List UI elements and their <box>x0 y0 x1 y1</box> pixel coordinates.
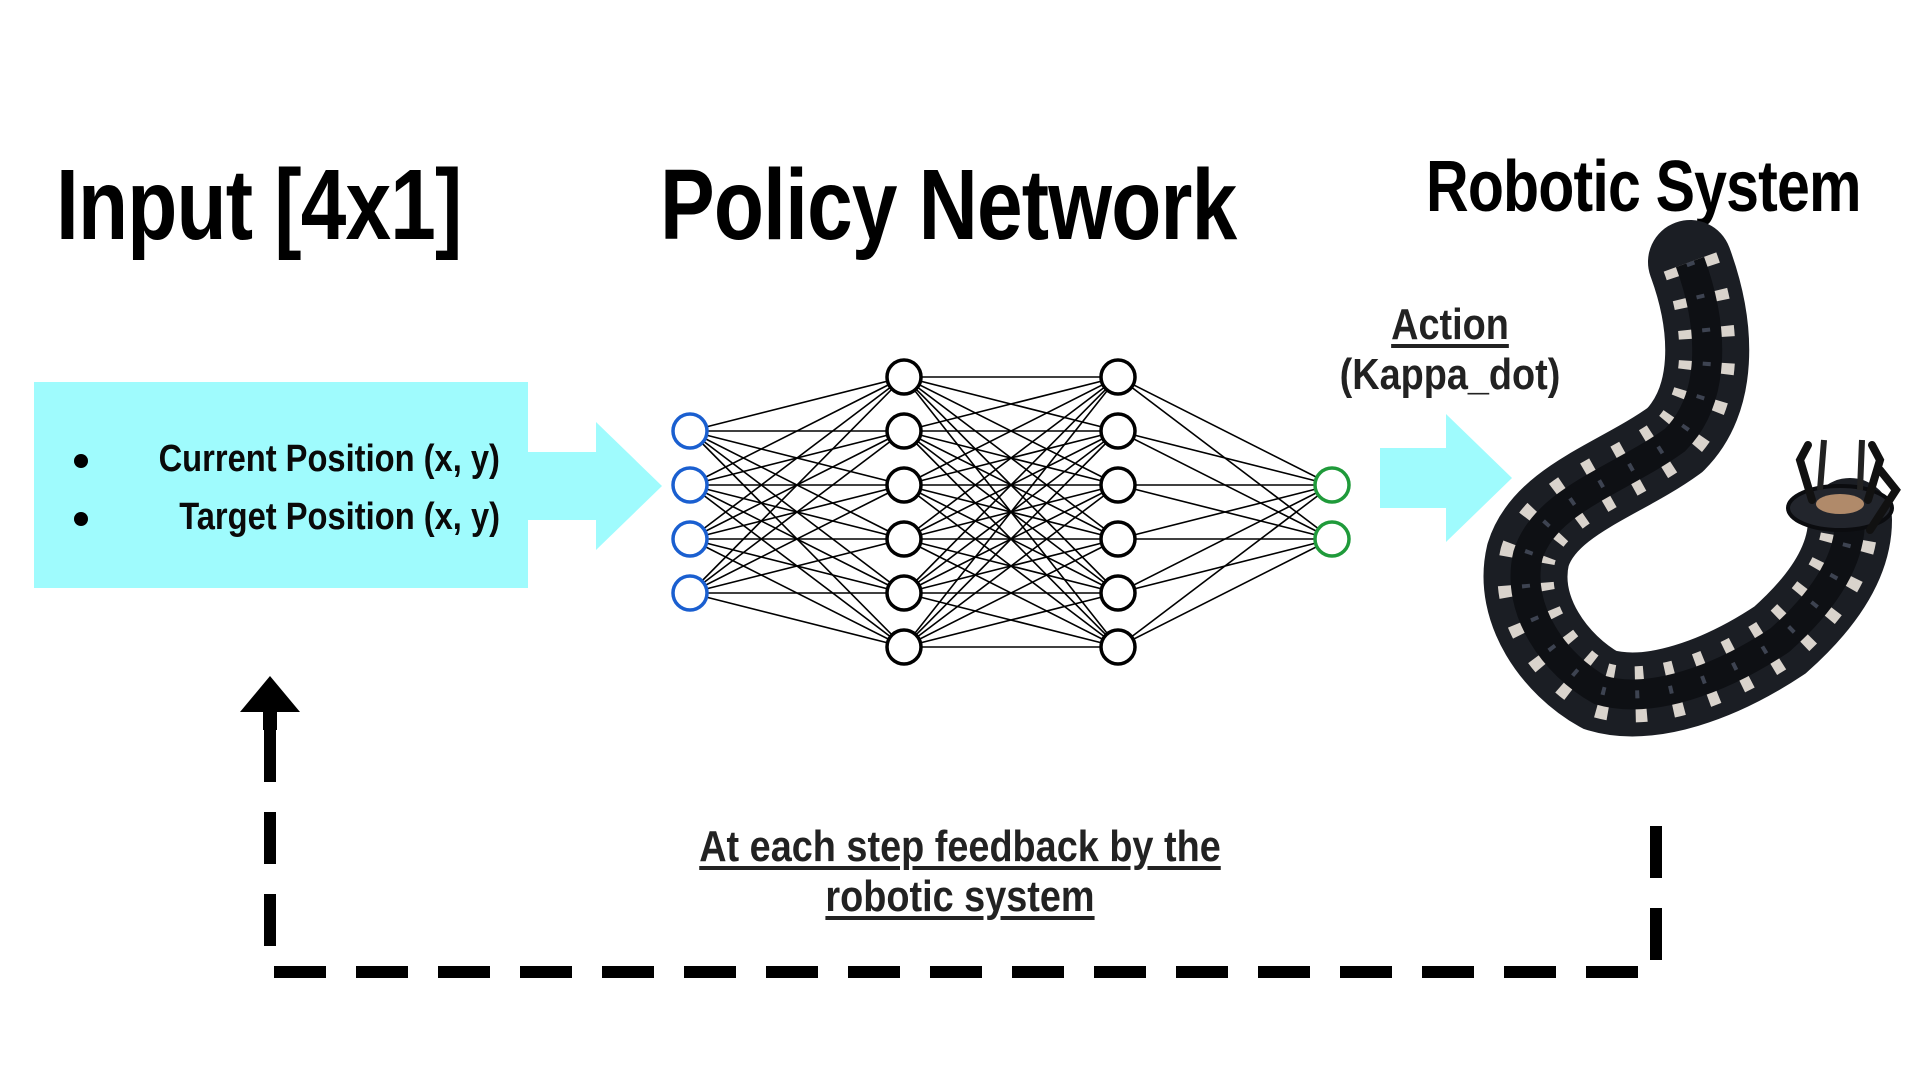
network-connections <box>689 376 1333 648</box>
network-edge <box>1117 538 1333 648</box>
network-edge <box>689 538 905 594</box>
bullet-icon <box>74 512 88 526</box>
input-neuron <box>671 466 709 504</box>
input-neuron <box>671 574 709 612</box>
hidden-neuron <box>885 358 923 396</box>
policy-network-title: Policy Network <box>660 149 1237 261</box>
network-edge <box>1117 430 1333 486</box>
network-edge <box>1117 484 1333 540</box>
network-edge <box>903 592 1119 648</box>
network-edge <box>1117 376 1333 486</box>
hidden-neuron <box>1099 628 1137 666</box>
feedback-label: At each step feedback by the robotic sys… <box>699 822 1221 921</box>
network-edge <box>689 430 905 594</box>
network-edge <box>689 376 905 594</box>
robot-arm-illustration <box>1483 220 1901 737</box>
hidden-neuron <box>885 520 923 558</box>
network-edge <box>1117 484 1333 648</box>
network-edge <box>903 538 1119 648</box>
input-neuron <box>671 520 709 558</box>
output-neuron <box>1313 466 1351 504</box>
hidden-neuron <box>1099 574 1137 612</box>
network-edge <box>689 484 905 594</box>
hidden-neuron <box>885 628 923 666</box>
output-neuron <box>1313 520 1351 558</box>
network-edge <box>903 376 1119 540</box>
hidden-neuron <box>885 412 923 450</box>
action-arrow <box>1380 414 1512 542</box>
feedback-loop-line <box>264 730 1662 978</box>
network-edge <box>689 592 905 648</box>
feedback-arrowhead <box>240 676 300 712</box>
list-item: Target Position (x, y) <box>34 490 528 548</box>
network-edge <box>689 376 905 432</box>
hidden-neuron <box>1099 358 1137 396</box>
action-label: Action <box>1391 300 1509 349</box>
bullet-icon <box>74 454 88 468</box>
network-edge <box>689 376 905 540</box>
network-edge <box>903 376 1119 432</box>
network-edge <box>903 430 1119 648</box>
input-list: Current Position (x, y) Target Position … <box>34 432 528 548</box>
hidden-neuron <box>1099 412 1137 450</box>
hidden-neuron <box>885 574 923 612</box>
network-nodes <box>671 358 1351 666</box>
robotic-system-title: Robotic System <box>1426 147 1862 227</box>
network-edge <box>903 376 1119 486</box>
network-edge <box>689 376 905 486</box>
list-item: Current Position (x, y) <box>34 432 528 490</box>
network-edge <box>903 376 1119 594</box>
network-edge <box>1117 484 1333 594</box>
input-box: Current Position (x, y) Target Position … <box>34 382 528 588</box>
hidden-neuron <box>1099 520 1137 558</box>
hidden-neuron <box>1099 466 1137 504</box>
input-title: Input [4x1] <box>56 149 462 261</box>
network-edge <box>903 376 1119 648</box>
input-arrow <box>528 422 662 550</box>
input-neuron <box>671 412 709 450</box>
action-sublabel: (Kappa_dot) <box>1339 350 1561 399</box>
hidden-neuron <box>885 466 923 504</box>
network-edge <box>903 484 1119 648</box>
